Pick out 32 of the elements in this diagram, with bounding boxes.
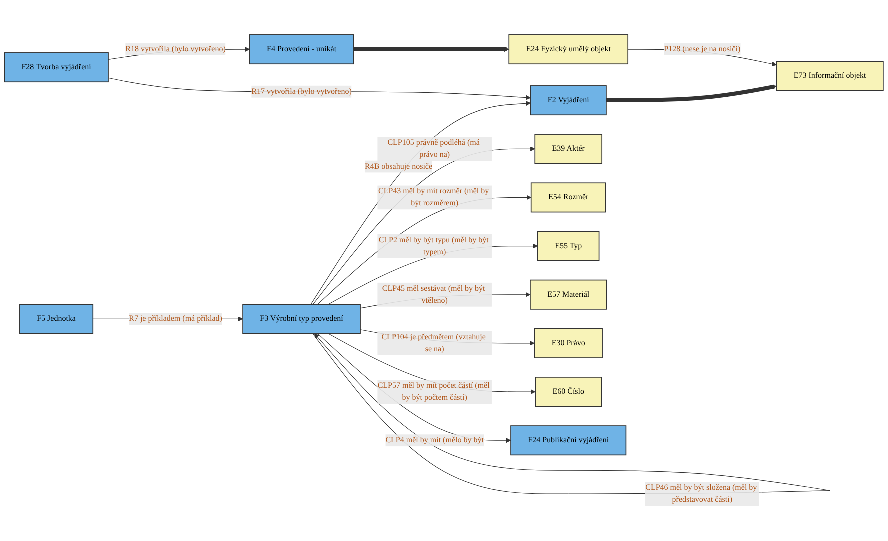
node-box: E73 Informační objekt <box>776 61 884 92</box>
edge-label: CLP2 měl by být typu (měl by být typem) <box>378 236 489 257</box>
edge-label: CLP105 právně podléhá (má právo na) <box>388 138 480 160</box>
edge-label: CLP43 měl by mít rozměr (měl by být rozměrem) <box>378 187 490 208</box>
arrow <box>317 333 512 444</box>
node-box: E54 Rozměr <box>530 182 606 213</box>
edge-label: CLP45 měl sestávat (měl by být vtěleno) <box>382 284 486 306</box>
arrow <box>354 47 510 52</box>
edge-label: R18 vytvořila (bylo vytvořeno) <box>126 45 226 54</box>
edge-label: R17 vytvořila (bylo vytvořeno) <box>252 88 352 96</box>
node-box: E60 Číslo <box>535 377 602 408</box>
arrow <box>606 84 777 103</box>
edge-label: CLP104 je předmětem (vztahuje se na) <box>382 333 486 354</box>
node-box: F24 Publikační vyjádření <box>510 426 627 456</box>
node-box: E24 Fyzický umělý objekt <box>508 34 629 65</box>
node-box: E39 Aktér <box>534 134 603 164</box>
node-box: F4 Provedení - unikát <box>249 34 354 65</box>
node-box: E55 Typ <box>538 231 600 262</box>
node-box: E57 Materiál <box>530 280 608 310</box>
edge-label: CLP4 měl by mít (mělo by být <box>386 436 484 445</box>
node-box: F3 Výrobní typ provedení <box>242 304 361 334</box>
edge-label: R4B obsahuje nosiče <box>364 162 433 172</box>
edge-label: R7 je příkladem (má příklad) <box>129 314 222 324</box>
arrow <box>317 195 532 305</box>
edge-label: CLP46 měl by být složena (měl by představovat části) <box>646 484 758 504</box>
edge-label: P128 (nese je na nosiči) <box>664 45 741 54</box>
node-box: F2 Vyjádření <box>530 86 607 116</box>
arrow <box>108 78 531 100</box>
edge-label: CLP57 měl by mít počet částí (měl by být počtem částí) <box>378 382 490 402</box>
node-box: E30 Právo <box>534 328 603 358</box>
node-box: F5 Jednotka <box>20 304 94 334</box>
node-box: F28 Tvorba vyjádření <box>4 52 109 83</box>
